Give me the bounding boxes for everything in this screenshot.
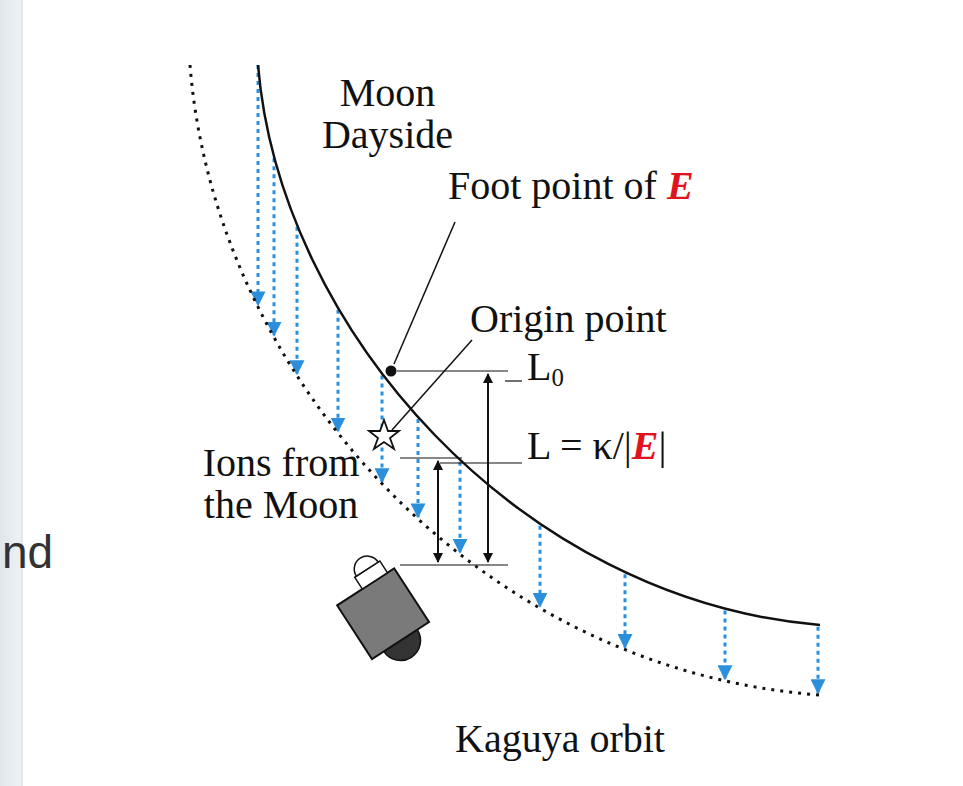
moon-surface [258,65,820,625]
ion-arrow [817,627,820,693]
ion-arrow [273,158,276,335]
leader-line [505,380,522,381]
diagram-label: Kaguya orbit [455,718,665,760]
leader-line [394,222,455,364]
diagram-label: Ions from the Moon [196,442,366,526]
slide-panel-edge [22,0,23,786]
diagram-label: Foot point of E [448,165,694,207]
diagram-label: L = κ/|E| [527,425,667,467]
diagram-label: Moon Dayside [300,72,475,156]
kaguya-orbit [190,65,820,695]
diagram-label: L0 [527,346,564,391]
leader-line [440,462,522,463]
ion-arrow [257,65,260,305]
dimension-tick [397,370,508,371]
ion-arrow [724,611,727,679]
leader-line [392,340,472,430]
ion-arrows [258,65,818,693]
dimension-tick [400,564,508,565]
slide-panel [0,0,22,786]
dimension-tick [400,457,462,458]
dimension-arrow [437,461,439,562]
kaguya-spacecraft [322,546,439,676]
ion-arrow [417,419,420,517]
ion-arrow [296,227,299,374]
foot-point-dot [386,366,397,377]
ion-arrow [337,310,340,431]
slide-text-fragment: nd [2,528,53,576]
ion-arrow [624,574,627,647]
origin-star [369,420,399,449]
dimension-arrow [487,374,489,562]
diagram-label: Origin point [470,298,667,340]
ion-arrow [459,462,462,552]
ion-arrow [539,526,542,607]
